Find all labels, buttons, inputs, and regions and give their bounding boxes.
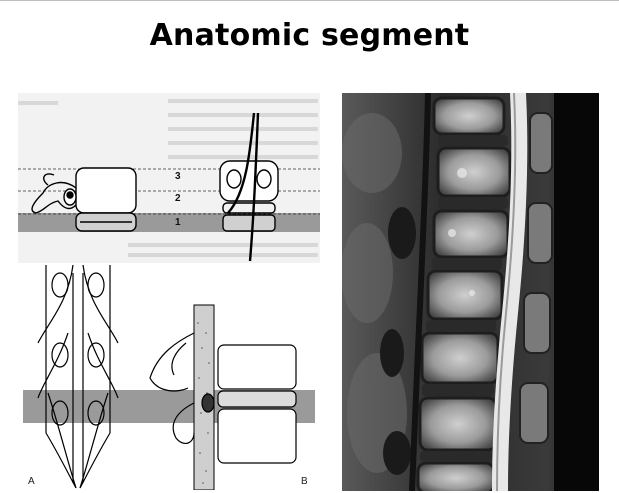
segment-label-2: 2	[175, 193, 181, 204]
mri-sagittal-image	[342, 93, 599, 491]
panel-label-a: A	[28, 476, 35, 487]
segment-label-1: 1	[175, 217, 181, 228]
top-rule	[0, 0, 619, 1]
mri-drawing	[342, 93, 599, 491]
segment-label-3: 3	[175, 171, 181, 182]
mri-right-dark-border	[554, 93, 599, 491]
diagram-drawing	[18, 93, 320, 490]
panel-label-b: B	[301, 476, 308, 487]
slide-title: Anatomic segment	[0, 18, 619, 53]
anatomic-segment-diagram: 3 2 1 A B	[18, 93, 320, 490]
